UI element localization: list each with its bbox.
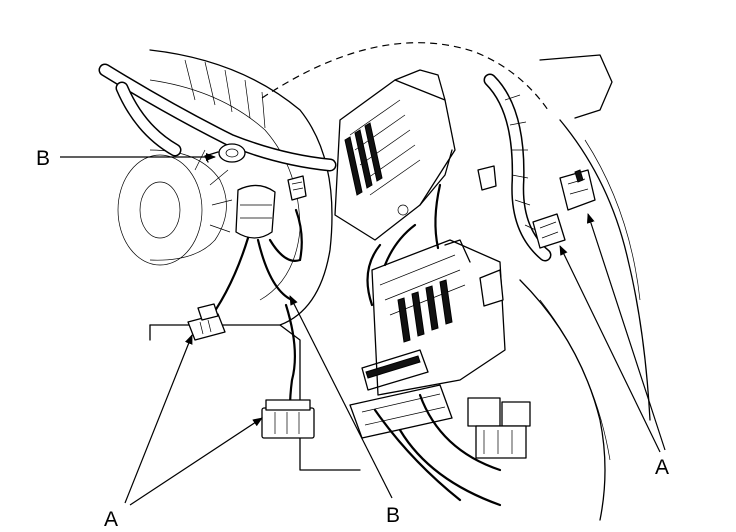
callout-b-left: B <box>36 147 50 170</box>
lower-wiring <box>366 183 502 507</box>
connector-a-right-lower <box>532 213 566 249</box>
right-harness-hose <box>483 73 552 262</box>
clip-right <box>477 165 497 191</box>
relay-block-assembly <box>349 239 506 439</box>
connector-a-right-upper <box>559 169 596 211</box>
harness-clamp-b-left <box>204 143 246 163</box>
leader-b-bottom <box>289 295 393 499</box>
callout-b-bottom: B <box>386 504 400 527</box>
main-harness-hose <box>98 63 337 172</box>
leader-a-to-right-upper-connector <box>586 213 666 451</box>
connector-a-center <box>261 399 315 439</box>
callout-a-right: A <box>655 456 669 479</box>
leader-a-to-center-connector <box>129 417 263 506</box>
callout-a-bottom-left: A <box>104 508 118 531</box>
connector-small-upper <box>287 175 307 201</box>
body-panel-right <box>519 54 651 521</box>
blower-housing <box>117 49 361 471</box>
relay-box <box>334 69 456 241</box>
center-grommet <box>203 184 303 410</box>
leader-a-to-right-lower-connector <box>559 245 661 453</box>
connector-lower-cluster <box>467 397 531 459</box>
connector-a-lower-left <box>187 303 226 341</box>
leader-a-to-lower-left-connector <box>124 334 193 504</box>
dashboard-outline <box>261 42 549 111</box>
